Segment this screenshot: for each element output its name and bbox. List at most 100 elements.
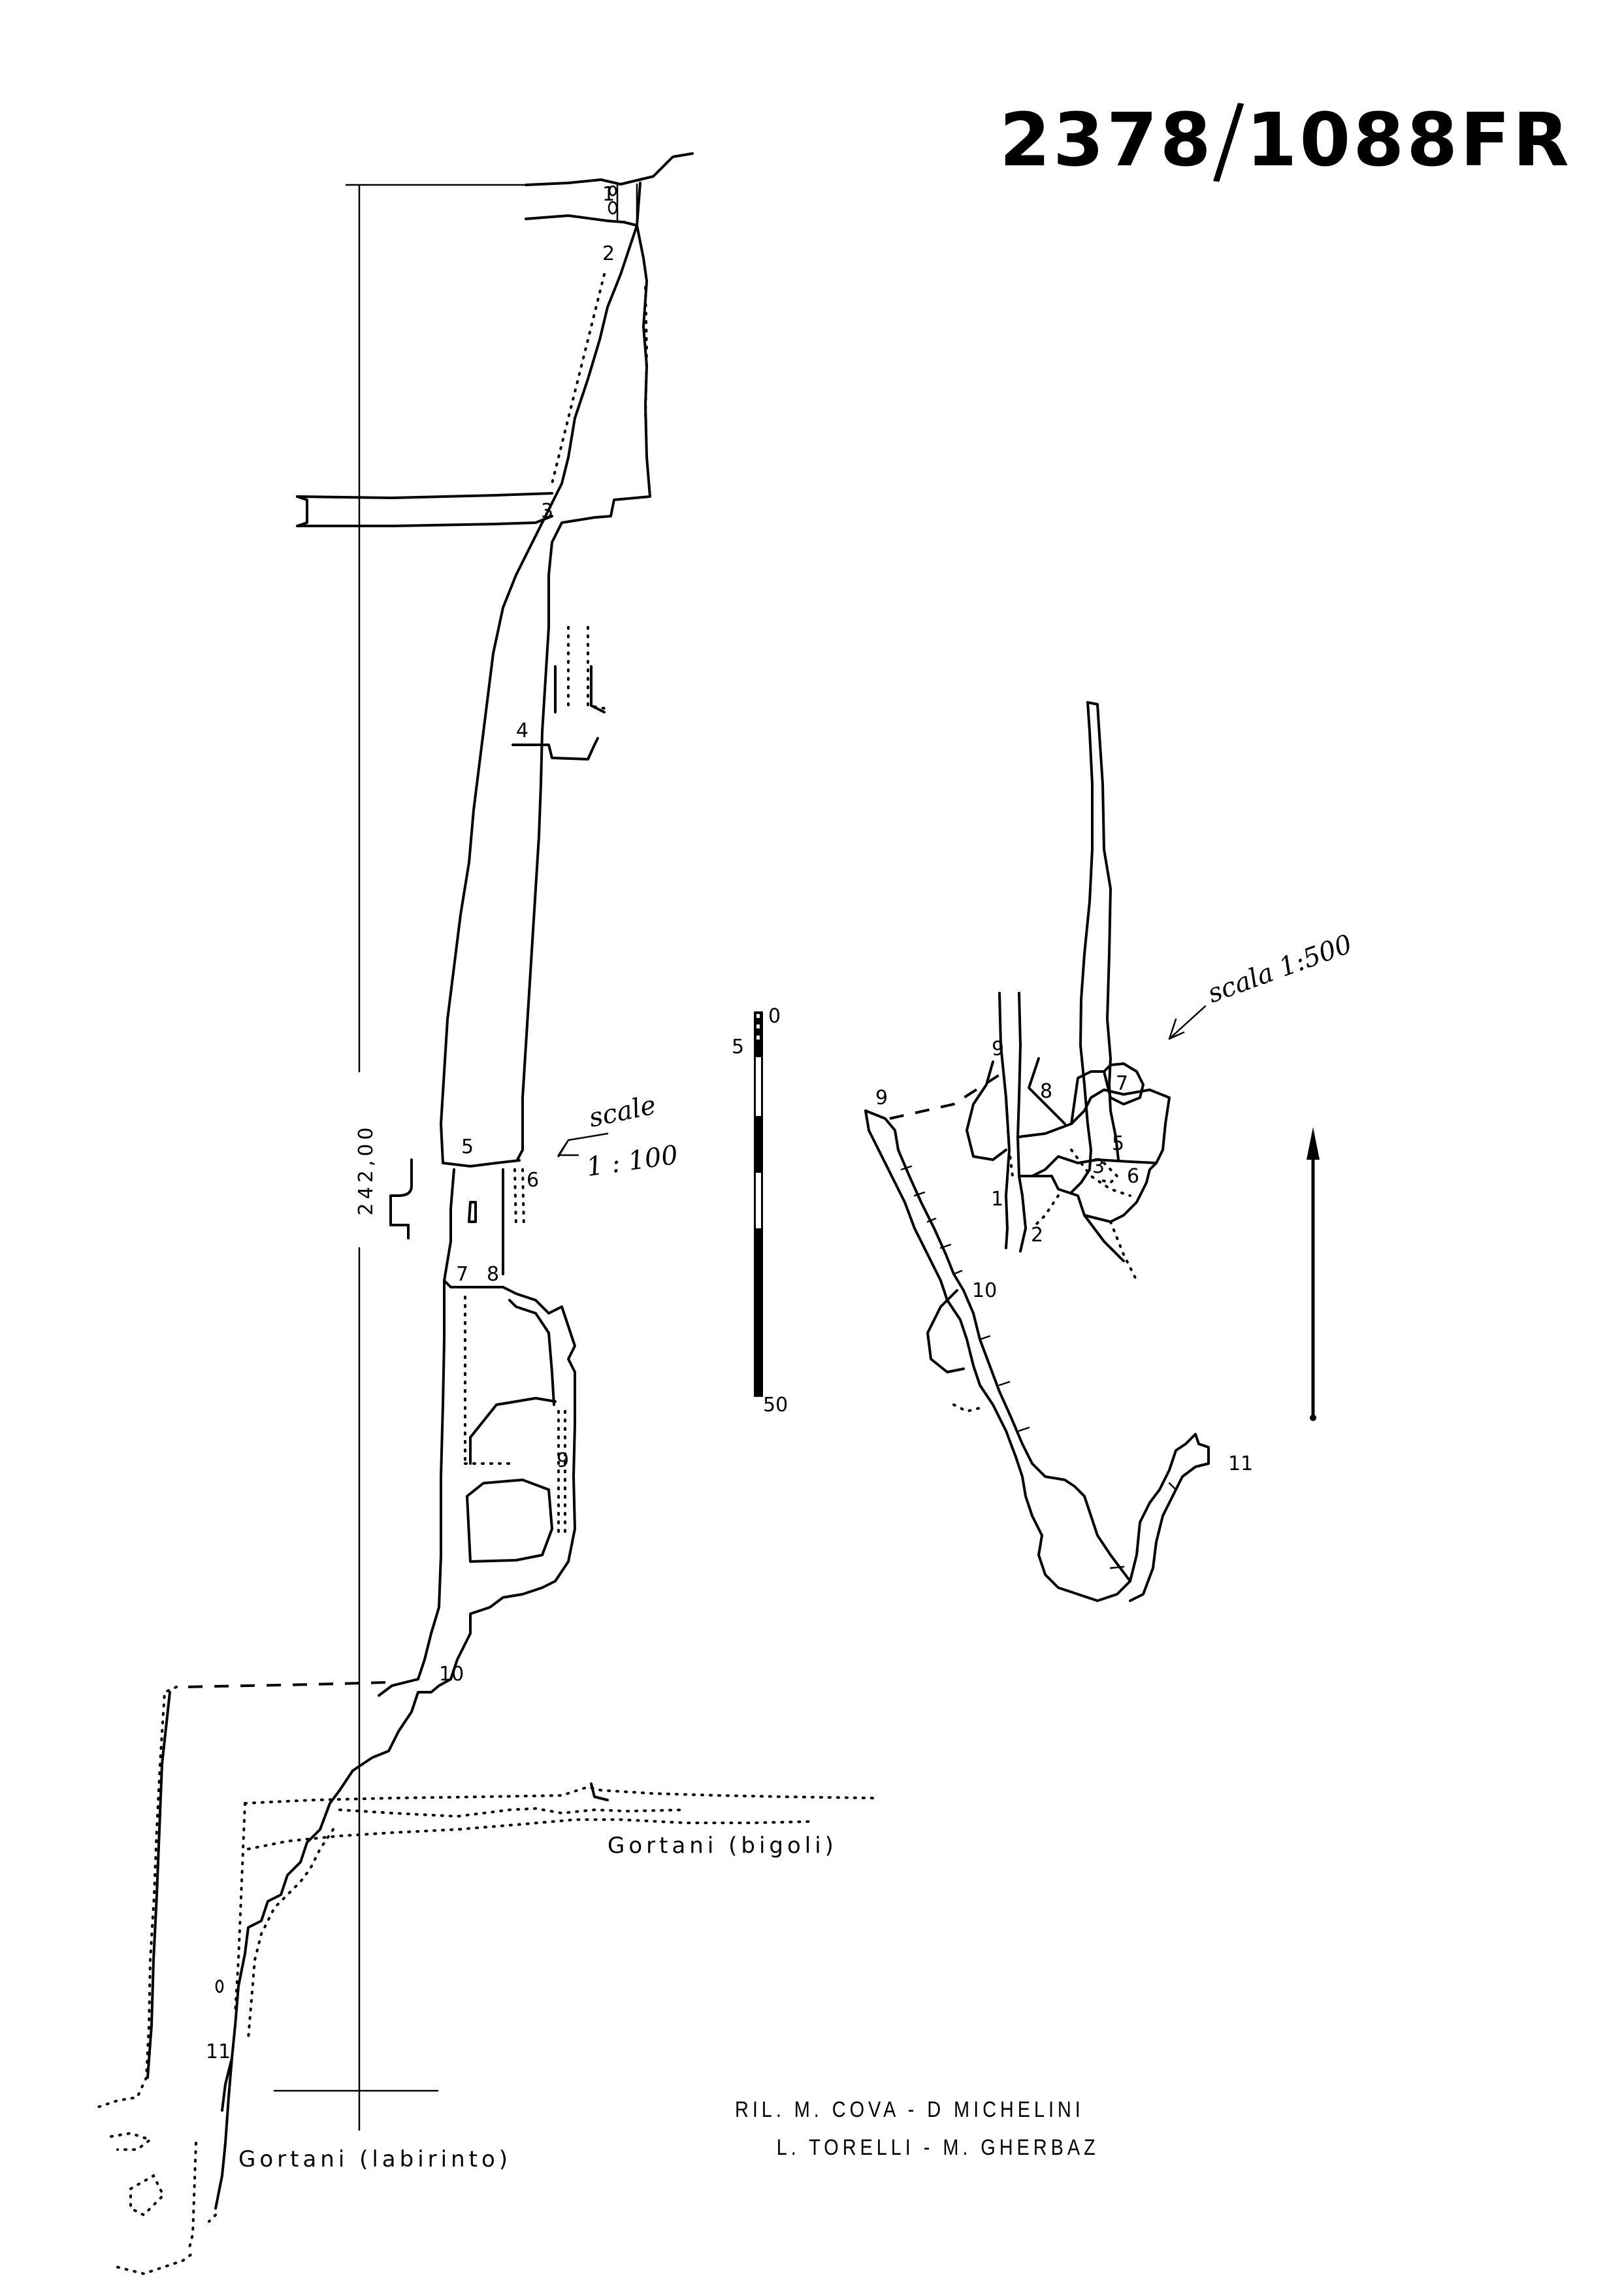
aven-walls: [554, 665, 606, 713]
plan-scale-note: scala 1:500: [1204, 929, 1356, 1009]
block-symbol: [468, 1201, 477, 1223]
shaft-5-7: [443, 1168, 504, 1282]
bigoli-left-dotted: [234, 1802, 246, 2014]
plan-parallel-dotted: [1005, 1096, 1014, 1177]
profile-station-10: 10: [439, 1663, 464, 1686]
pitch-9-dotted: [557, 1410, 566, 1537]
plan-station-9-upper: 9: [992, 1038, 1004, 1060]
chamber-inner-wall: [469, 1397, 557, 1465]
chamber-dotted: [464, 1296, 511, 1465]
plan-station-2: 2: [1031, 1224, 1043, 1247]
bigoli-floor-dotted: [338, 1807, 687, 1818]
plan-station-6: 6: [1127, 1165, 1139, 1188]
aven-dotted: [567, 626, 609, 713]
surface-line: [525, 152, 694, 186]
plan-north-passage-right: [1086, 701, 1120, 1161]
chamber-right-wall: [443, 1279, 576, 1635]
profile-station-9: 9: [557, 1449, 569, 1472]
labirinto-dotted: [116, 2250, 197, 2276]
plan-chamber-exit: [1083, 1214, 1125, 1262]
plan-station-5: 5: [1112, 1132, 1124, 1155]
scale-bar-label-5: 5: [732, 1036, 744, 1058]
chamber-left-wall: [423, 1279, 446, 1661]
plan-main-passage: [864, 1109, 1131, 1602]
profile-section: 242,00: [97, 152, 877, 2276]
plan-chamber-dotted: [1096, 1162, 1119, 1185]
bigoli-detail: [590, 1782, 609, 1801]
lower-passage-right-wall: [221, 1632, 472, 2112]
scale-bar-label-50: 50: [763, 1394, 788, 1416]
shaft-6-dotted: [513, 1168, 525, 1230]
profile-station-1: 1: [602, 183, 615, 206]
labirinto-wall: [146, 1691, 171, 2079]
plan-chamber-center: [1018, 1089, 1171, 1177]
labirinto-dotted: [188, 2142, 217, 2249]
plan-station-7: 7: [1116, 1072, 1128, 1095]
scale-bar-label-0: 0: [768, 1005, 781, 1028]
plan-chamber-dotted: [1031, 1149, 1138, 1282]
labirinto-dotted: [110, 2131, 154, 2151]
scale-bar: 0 5 50: [732, 1005, 788, 1416]
plan-parallel-passage: [998, 992, 1027, 1252]
bigoli-outline-bottom: [247, 1818, 811, 1850]
profile-station-3: 3: [541, 500, 553, 523]
shaft-wall-left: [551, 182, 641, 504]
plan-scale-arrow: [1168, 1005, 1207, 1040]
plan-chamber-7: [1103, 1062, 1145, 1105]
plan-side-chamber: [926, 1289, 965, 1373]
survey-credits: RIL. M. COVA - D MICHELINI L. TORELLI - …: [735, 2091, 1099, 2167]
scale-bar-segment-white: [756, 1173, 761, 1228]
side-passage-end: [296, 495, 308, 527]
lower-passage-wall: [378, 1658, 426, 1697]
main-shaft-left-wall: [440, 502, 553, 1164]
plan-station-8: 8: [1040, 1080, 1052, 1103]
station-5-floor: [442, 1159, 521, 1168]
north-arrow-base: [1310, 1415, 1316, 1421]
profile-station-6: 6: [527, 1169, 539, 1192]
scale-bar-segment-white: [756, 1057, 761, 1116]
profile-station-8: 8: [487, 1263, 499, 1286]
chamber-pillar: [466, 1479, 553, 1563]
ledge-4: [512, 737, 599, 761]
upper-connection-dashed: [182, 1681, 386, 1688]
label-gortani-labirinto: Gortani (labirinto): [238, 2146, 512, 2172]
profile-station-4: 4: [516, 719, 528, 742]
plan-station-10: 10: [972, 1279, 997, 1302]
block-symbol: [608, 185, 617, 197]
profile-scale-ratio: 1 : 100: [585, 1140, 680, 1183]
profile-station-5: 5: [461, 1136, 474, 1158]
side-passage: [296, 492, 553, 527]
block-symbol: [608, 201, 618, 215]
cave-code-title: 2378/1088FR: [999, 82, 1572, 199]
block-symbol: [215, 1979, 224, 1993]
labirinto-outline-dotted: [97, 1686, 178, 2108]
scale-note-arrow: [557, 1132, 609, 1158]
plan-passage-to-11: [1129, 1433, 1210, 1602]
entrance-blocks: [616, 183, 638, 227]
plan-station-3: 3: [1092, 1155, 1105, 1178]
chamber-inner-ledge: [508, 1299, 555, 1406]
bigoli-outline-top: [244, 1785, 877, 1805]
profile-station-7: 7: [456, 1263, 468, 1286]
scale-bar-tick: [756, 1036, 760, 1040]
plan-station-9: 9: [875, 1087, 888, 1109]
credits-line-1: RIL. M. COVA - D MICHELINI: [735, 2097, 1084, 2122]
plan-section: 9 9 8 7 5 3 6 1 2 10 11 scala 1:500: [864, 701, 1356, 1602]
profile-station-2: 2: [602, 242, 615, 265]
shaft-symbol: [389, 1158, 413, 1239]
plan-station-1: 1: [991, 1188, 1003, 1211]
credits-line-2: L. TORELLI - M. GHERBAZ: [776, 2135, 1099, 2160]
plan-chamber-west: [966, 1057, 1066, 1161]
label-gortani-bigoli: Gortani (bigoli): [608, 1833, 837, 1859]
main-shaft-right-wall: [516, 516, 596, 1161]
plan-dotted: [952, 1403, 981, 1413]
plan-passage-hatching: [900, 1165, 1177, 1569]
profile-scale-word: scale: [587, 1090, 659, 1133]
plan-north-passage-left: [1070, 701, 1094, 1194]
north-arrow-icon: [1307, 1127, 1320, 1160]
shaft-wall-dotted: [551, 273, 606, 485]
lower-passage-left-wall: [214, 2057, 233, 2210]
scale-bar-tick: [756, 1024, 760, 1028]
lower-passage-dotted: [247, 1828, 334, 2040]
